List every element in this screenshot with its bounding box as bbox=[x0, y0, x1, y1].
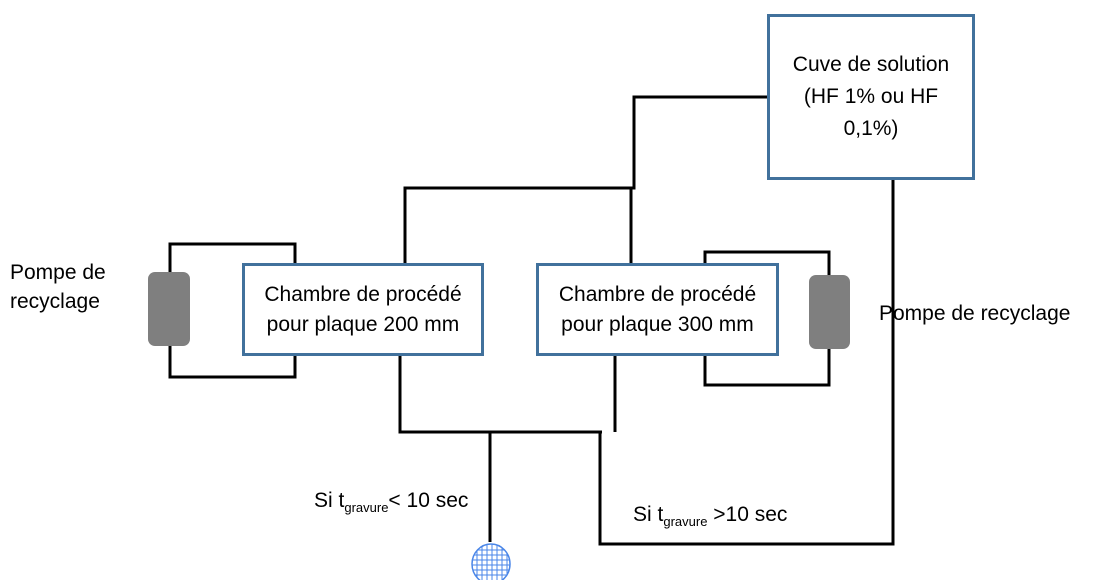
return-condition-subscript: gravure bbox=[663, 514, 708, 529]
return-condition-label: Si tgravure >10 sec bbox=[633, 501, 787, 536]
chamber-300mm-label: Chambre de procédé pour plaque 300 mm bbox=[558, 282, 757, 336]
drain-condition-prefix: Si t bbox=[314, 489, 345, 512]
pipe-return-to-tank bbox=[598, 180, 895, 546]
drain-condition-label: Si tgravure< 10 sec bbox=[314, 487, 468, 522]
chamber-200mm-label: Chambre de procédé pour plaque 200 mm bbox=[264, 282, 462, 336]
drain-grid-icon bbox=[471, 543, 511, 580]
pump-left-label: Pompe de recyclage bbox=[10, 261, 106, 313]
pipe-chamber-200-outlet bbox=[398, 356, 602, 434]
pump-right-label: Pompe de recyclage bbox=[879, 302, 1071, 325]
pump-right-icon bbox=[809, 275, 850, 349]
pipe-tank-to-chambers bbox=[403, 95, 767, 264]
solution-tank-label: Cuve de solution (HF 1% ou HF 0,1%) bbox=[792, 53, 950, 140]
return-condition-suffix: >10 sec bbox=[707, 503, 788, 526]
pump-left-icon bbox=[148, 272, 190, 346]
solution-tank-box: Cuve de solution (HF 1% ou HF 0,1%) bbox=[767, 14, 975, 180]
chamber-200mm-box: Chambre de procédé pour plaque 200 mm bbox=[242, 263, 484, 356]
drain-condition-subscript: gravure bbox=[344, 500, 389, 515]
drain-condition-suffix: < 10 sec bbox=[388, 489, 469, 512]
return-condition-prefix: Si t bbox=[633, 503, 664, 526]
chamber-300mm-box: Chambre de procédé pour plaque 300 mm bbox=[536, 263, 779, 356]
